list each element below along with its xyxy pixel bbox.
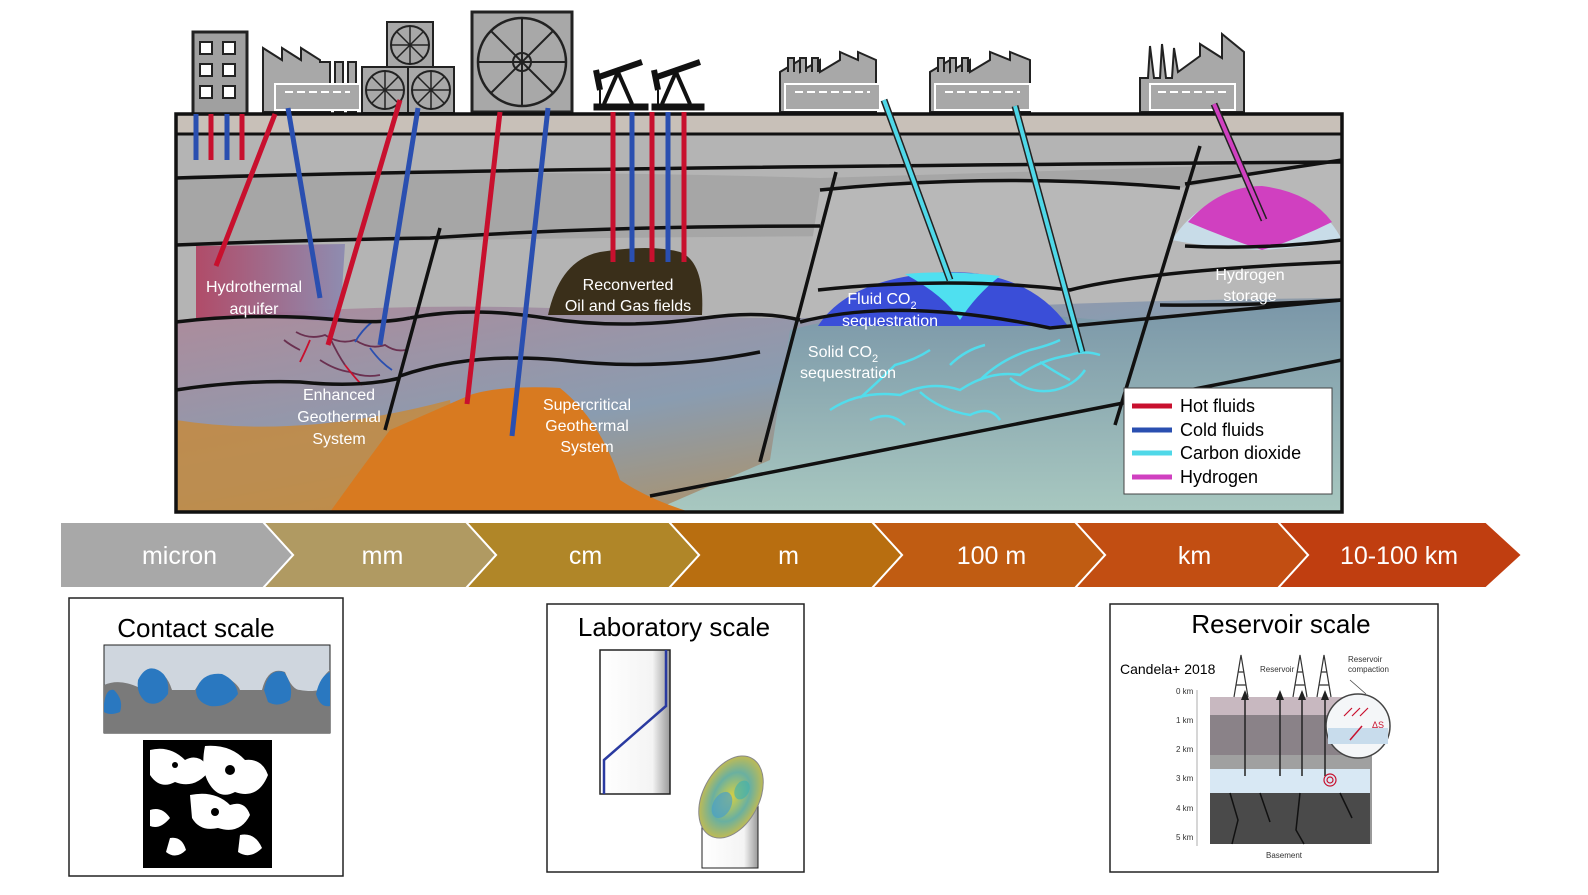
- depth-tick-5: 5 km: [1176, 833, 1194, 842]
- label-egs-2: Geothermal: [297, 409, 381, 426]
- label-solid-co2-1: Solid CO2: [808, 344, 878, 365]
- contact-surface-illustration: [103, 644, 331, 734]
- label-egs-1: Enhanced: [303, 387, 375, 404]
- depth-tick-1: 1 km: [1176, 716, 1194, 725]
- office-wells: [193, 114, 245, 160]
- scale-label-3: m: [778, 542, 799, 570]
- depth-tick-2: 2 km: [1176, 745, 1194, 754]
- factory-icon-2: [779, 50, 881, 113]
- label-fluid-co2-2: sequestration: [842, 313, 938, 330]
- legend-item-cold: Cold fluids: [1180, 420, 1264, 440]
- basement-label: Basement: [1266, 851, 1303, 860]
- legend: Hot fluids Cold fluids Carbon dioxide Hy…: [1123, 387, 1333, 495]
- label-fluid-co2-1: Fluid CO2: [847, 291, 916, 312]
- reservoir-compaction-label-1: Reservoir: [1348, 655, 1383, 664]
- binary-contact-map-image: [143, 740, 272, 868]
- label-hydrogen-1: Hydrogen: [1215, 267, 1284, 284]
- hydrothermal-aquifer: [196, 244, 345, 322]
- drilling-rig-icons: [1233, 654, 1332, 698]
- scale-label-0: micron: [142, 542, 217, 570]
- reservoir-label: Reservoir: [1260, 665, 1295, 674]
- scale-label-4: 100 m: [957, 542, 1026, 570]
- depth-tick-0: 0 km: [1176, 687, 1194, 696]
- scale-label-1: mm: [362, 542, 404, 570]
- reservoir-scale-panel: Reservoir scale Candela+ 2018: [1109, 603, 1439, 873]
- pump-jack-icons: [593, 59, 705, 111]
- cooling-fan-icons: [361, 10, 574, 114]
- depth-tick-4: 4 km: [1176, 804, 1194, 813]
- core-sample-image: [698, 755, 764, 869]
- egs-fracture-network: [283, 321, 406, 386]
- factory-icon-4: [1139, 31, 1245, 113]
- label-egs-3: System: [312, 431, 365, 448]
- label-reconverted-1: Reconverted: [583, 277, 674, 294]
- reservoir-citation: Candela+ 2018: [1120, 661, 1216, 677]
- cross-section: Hydrothermal aquifer Enhanced Geothermal…: [174, 98, 1344, 514]
- laboratory-scale-title: Laboratory scale: [578, 612, 770, 642]
- factory-icon: [262, 46, 361, 113]
- legend-item-co2: Carbon dioxide: [1180, 443, 1301, 463]
- legend-item-hydrogen: Hydrogen: [1180, 467, 1258, 487]
- laboratory-scale-panel: Laboratory scale: [546, 603, 805, 873]
- legend-item-hot: Hot fluids: [1180, 396, 1255, 416]
- scale-arrow-bar: micron mm cm m 100 m km 10-100 km: [59, 521, 1524, 589]
- reservoir-block-illustration: ΔS: [1210, 654, 1391, 845]
- scale-label-5: km: [1178, 542, 1211, 570]
- oil-gas-field: [548, 248, 703, 315]
- contact-scale-title: Contact scale: [117, 613, 275, 643]
- label-supercritical-1: Supercritical: [543, 397, 631, 414]
- label-hydrogen-2: storage: [1223, 288, 1276, 305]
- label-supercritical-3: System: [560, 439, 613, 456]
- scale-label-2: cm: [569, 542, 602, 570]
- solid-co2-fractures: [829, 338, 1101, 426]
- reservoir-scale-title: Reservoir scale: [1191, 609, 1370, 639]
- label-solid-co2-2: sequestration: [800, 365, 896, 382]
- factory-icon-3: [929, 50, 1031, 113]
- depth-tick-3: 3 km: [1176, 774, 1194, 783]
- delta-s-label: ΔS: [1372, 720, 1384, 730]
- scale-segment-0: [59, 521, 295, 589]
- contact-scale-panel: Contact scale: [68, 597, 344, 877]
- label-hydrothermal-1: Hydrothermal: [206, 279, 302, 296]
- label-supercritical-2: Geothermal: [545, 418, 629, 435]
- depth-axis: 0 km 1 km 2 km 3 km 4 km 5 km: [1176, 687, 1198, 846]
- wells: [213, 98, 1268, 437]
- label-reconverted-2: Oil and Gas fields: [565, 298, 691, 315]
- office-building-icon: [191, 30, 249, 116]
- supercritical-geothermal-body: [330, 387, 690, 512]
- fault-sample-cylinder: [599, 649, 671, 795]
- scale-label-6: 10-100 km: [1340, 542, 1458, 570]
- surface-facilities: [191, 10, 1245, 116]
- label-hydrothermal-2: aquifer: [230, 301, 280, 318]
- reservoir-compaction-label-2: compaction: [1348, 665, 1389, 674]
